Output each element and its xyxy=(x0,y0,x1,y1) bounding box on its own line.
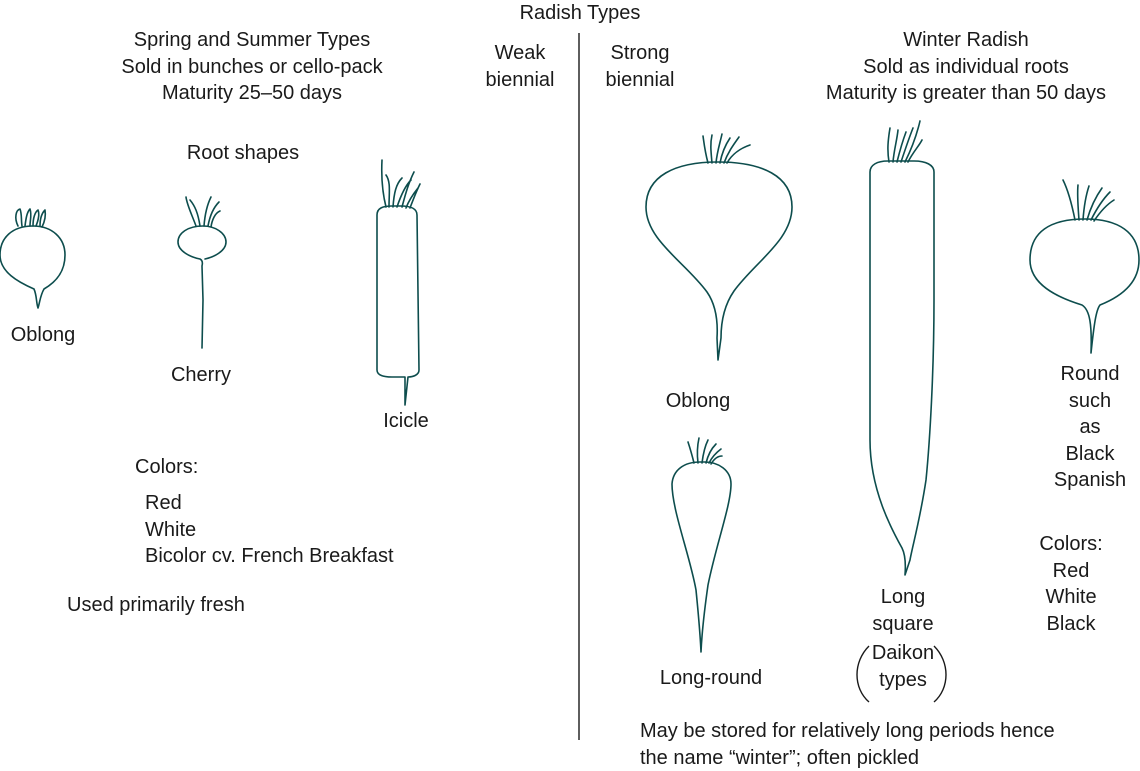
long-square-line-3: Daikon xyxy=(871,642,935,664)
icicle-radish xyxy=(376,159,421,406)
weak-biennial-line-2: biennial xyxy=(485,68,555,91)
label-icicle: Icicle xyxy=(383,410,429,432)
label-long-round: Long-round xyxy=(659,667,763,689)
oblong-radish-small xyxy=(0,208,66,309)
long-square-line-2: square xyxy=(872,612,934,635)
left-color-white: White xyxy=(145,518,197,541)
left-heading-line-2: Sold in bunches or cello-pack xyxy=(121,55,383,78)
round-line-3: as xyxy=(1079,416,1101,438)
round-line-5: Spanish xyxy=(1053,469,1127,491)
left-heading-line-3: Maturity 25–50 days xyxy=(161,82,343,104)
right-heading-line-3: Maturity is greater than 50 days xyxy=(825,82,1107,104)
winter-note-line-1: May be stored for relatively long period… xyxy=(640,720,1055,742)
left-heading-line-1: Spring and Summer Types xyxy=(133,29,371,51)
round-line-1: Round xyxy=(1060,363,1120,385)
left-colors-label: Colors: xyxy=(135,456,199,478)
oblong-radish-large xyxy=(645,133,793,361)
right-colors-label: Colors: xyxy=(1039,533,1103,555)
label-oblong-right: Oblong xyxy=(665,390,731,412)
cherry-radish xyxy=(177,196,227,349)
left-color-bicolor: Bicolor cv. French Breakfast xyxy=(145,545,394,567)
right-color-red: Red xyxy=(1052,559,1090,582)
round-radish xyxy=(1029,179,1140,354)
winter-note-line-2: the name “winter”; often pickled xyxy=(640,746,920,769)
weak-biennial-line-1: Weak xyxy=(494,42,546,64)
long-square-line-1: Long xyxy=(880,586,926,608)
strong-biennial-line-2: biennial xyxy=(605,68,675,91)
right-parenthesis xyxy=(933,645,947,703)
right-color-black: Black xyxy=(1046,612,1096,635)
round-line-2: such xyxy=(1068,389,1112,412)
right-heading-line-2: Sold as individual roots xyxy=(863,55,1069,78)
long-square-line-4: types xyxy=(879,668,927,691)
strong-biennial-line-1: Strong xyxy=(610,42,670,64)
label-oblong-left: Oblong xyxy=(10,324,76,346)
left-usage-note: Used primarily fresh xyxy=(67,594,245,616)
round-line-4: Black xyxy=(1065,442,1115,465)
left-parenthesis xyxy=(856,645,870,703)
right-heading-line-1: Winter Radish xyxy=(903,29,1029,51)
diagram-title: Radish Types xyxy=(519,2,641,24)
label-cherry: Cherry xyxy=(170,364,231,386)
root-shapes-label: Root shapes xyxy=(186,142,300,164)
left-color-red: Red xyxy=(145,492,182,514)
daikon-radish xyxy=(869,120,935,576)
right-color-white: White xyxy=(1045,586,1097,608)
long-round-radish xyxy=(671,437,732,653)
